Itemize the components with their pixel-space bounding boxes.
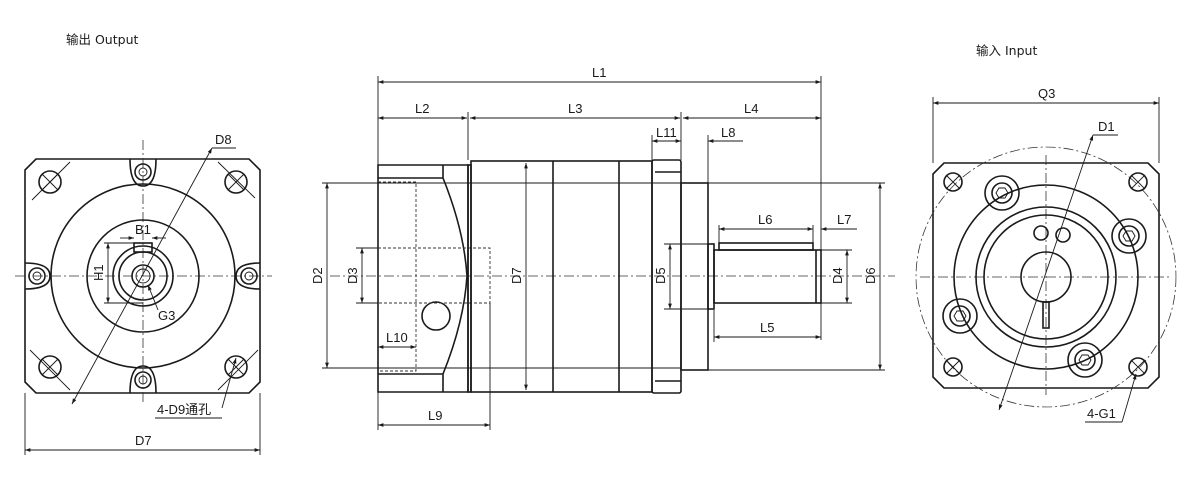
label-L11: L11 [656, 125, 677, 140]
leader-G1 [1121, 373, 1137, 423]
input-shaft [713, 249, 822, 304]
output-view: 输出 Output D8 B1 [15, 32, 272, 455]
output-corner-holes [29, 161, 259, 391]
label-L10: L10 [386, 330, 408, 345]
label-H1: H1 [91, 264, 106, 281]
label-D8: D8 [215, 132, 232, 147]
clamp-screw-2 [1055, 227, 1071, 243]
dim-line-D1 [998, 134, 1094, 411]
label-L6: L6 [758, 212, 772, 227]
label-L8: L8 [721, 125, 735, 140]
dim-line-D8 [71, 147, 213, 405]
label-L9: L9 [428, 408, 442, 423]
output-housing [377, 164, 469, 393]
input-view-title: 输入 Input [976, 43, 1037, 58]
label-D5: D5 [653, 267, 668, 284]
label-Q3: Q3 [1038, 86, 1055, 101]
label-L4: L4 [744, 101, 758, 116]
housing-curve [442, 165, 468, 392]
label-4-D9: 4-D9通孔 [157, 402, 211, 417]
label-D7-output: D7 [135, 433, 152, 448]
label-L2: L2 [415, 101, 429, 116]
leader-G3 [147, 284, 159, 311]
label-L1: L1 [592, 65, 606, 80]
label-B1: B1 [135, 222, 151, 237]
output-flange-outline [24, 158, 261, 394]
label-D1: D1 [1098, 119, 1115, 134]
housing-access-hole [421, 301, 451, 331]
input-flange-outline [932, 162, 1160, 389]
label-D2: D2 [310, 267, 325, 284]
label-D3: D3 [345, 267, 360, 284]
extension-lines [322, 76, 885, 430]
label-D7-side: D7 [509, 267, 524, 284]
label-D6: D6 [863, 267, 878, 284]
side-view: L1 L2 L3 L4 L11 L8 L6 L7 L5 L9 L10 D2 D3… [310, 65, 895, 430]
leader-D9 [221, 357, 237, 409]
label-G3: G3 [158, 308, 175, 323]
hidden-shaft [378, 247, 491, 304]
label-D4: D4 [830, 267, 845, 284]
input-view: 输入 Input Q3 D1 [916, 43, 1176, 423]
housing-steps [378, 177, 443, 375]
output-view-title: 输出 Output [66, 32, 138, 47]
input-pilot [680, 182, 709, 371]
label-4-G1: 4-G1 [1087, 406, 1116, 421]
label-L3: L3 [568, 101, 582, 116]
input-corner-holes [943, 172, 1148, 377]
label-L7: L7 [837, 212, 851, 227]
shaft-key [718, 242, 814, 251]
shaft-shoulder [707, 243, 715, 310]
label-L5: L5 [760, 320, 774, 335]
gearbox-body [470, 160, 653, 393]
hidden-bore [378, 181, 417, 372]
